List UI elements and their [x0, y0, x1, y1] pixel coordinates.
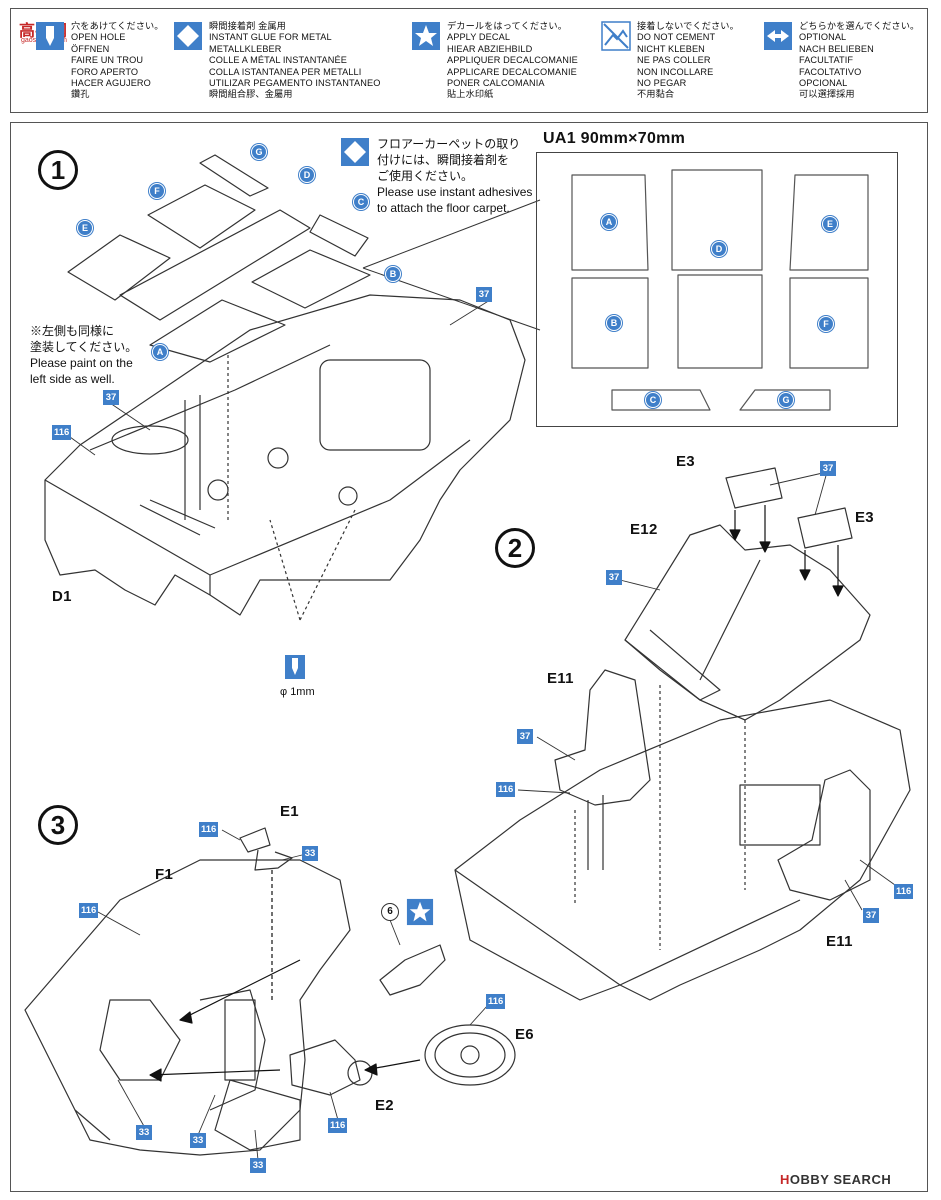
legend-bar: 高手网 gaoshoun.com 穴をあけてください。OPEN HOLEÖFFN… [10, 8, 928, 113]
steering-wheel-e6 [424, 1024, 516, 1086]
assembly-arrows [149, 505, 844, 1082]
instruction-panel [10, 122, 928, 1192]
color-tag-116: 116 [79, 903, 99, 918]
part-label-e12: E12 [630, 521, 658, 538]
hole-size-label: φ 1mm [280, 686, 315, 698]
ua1-piece-b: B [606, 315, 622, 331]
hobby-search-watermark: HOBBY SEARCH [780, 1172, 892, 1187]
color-tag-116: 116 [496, 782, 516, 797]
ua1-title: UA1 90mm×70mm [543, 130, 686, 147]
carpet-note-jp: フロアーカーペットの取り付けには、瞬間接着剤をご使用ください。 [377, 137, 521, 183]
ua1-template-frame [536, 152, 898, 427]
color-tag-37: 37 [517, 729, 533, 744]
front-seat-e11-left [554, 669, 651, 806]
ua1-piece-f: F [818, 316, 834, 332]
ua1-template-pieces [571, 169, 869, 411]
color-tag-37: 37 [863, 908, 879, 923]
part-label-e11: E11 [826, 933, 853, 950]
color-tag-33: 33 [190, 1133, 206, 1148]
carpet-label-a: A [152, 344, 168, 360]
part-label-e6: E6 [515, 1026, 534, 1043]
ua1-piece-g: G [778, 392, 794, 408]
color-tag-116: 116 [894, 884, 914, 899]
color-tag-33: 33 [250, 1158, 266, 1173]
clear-lens-decal [379, 944, 446, 996]
color-tag-116: 116 [52, 425, 72, 440]
part-label-f1: F1 [155, 866, 174, 883]
floor-tub-step2 [454, 685, 911, 1001]
paint-note-jp: ※左側も同様に塗装してください。 [30, 324, 138, 354]
carpet-label-d: D [299, 167, 315, 183]
gearstick-e1 [239, 827, 293, 871]
color-tag-37: 37 [476, 287, 492, 302]
apply-decal-icon [412, 22, 440, 50]
part-label-d1: D1 [52, 588, 72, 605]
open-hole-icon [285, 655, 305, 679]
part-label-e11: E11 [547, 670, 574, 687]
color-tag-37: 37 [103, 390, 119, 405]
ua1-piece-c: C [645, 392, 661, 408]
step-2-number: 2 [495, 528, 535, 568]
apply-decal-icon [406, 898, 434, 926]
carpet-label-c: C [353, 194, 369, 210]
front-seat-e11-right [777, 769, 871, 901]
color-tag-116: 116 [486, 994, 506, 1009]
color-tag-37: 37 [606, 570, 622, 585]
instant-glue-icon [174, 22, 202, 50]
color-tag-33: 33 [136, 1125, 152, 1140]
rear-seat-e12 [624, 524, 871, 721]
part-label-e1: E1 [280, 803, 299, 820]
optional-icon [764, 22, 792, 50]
ua1-piece-d: D [711, 241, 727, 257]
ua1-piece-a: A [601, 214, 617, 230]
color-tag-116: 116 [199, 822, 219, 837]
step-1-number: 1 [38, 150, 78, 190]
do-not-cement-icon [601, 21, 631, 51]
carpet-label-g: G [251, 144, 267, 160]
carpet-label-b: B [385, 266, 401, 282]
color-tag-116: 116 [328, 1118, 348, 1133]
part-label-e2: E2 [375, 1097, 394, 1114]
part-label-e3: E3 [855, 509, 874, 526]
open-hole-icon [36, 22, 64, 50]
part-label-e3: E3 [676, 453, 695, 470]
step-3-number: 3 [38, 805, 78, 845]
instant-glue-icon [341, 138, 369, 166]
carpet-label-f: F [149, 183, 165, 199]
dashboard-f1 [24, 859, 351, 1156]
color-tag-37: 37 [820, 461, 836, 476]
headrests-e3 [725, 467, 853, 549]
color-tag-33: 33 [302, 846, 318, 861]
pointer-lines [69, 299, 896, 1161]
decal-number-6: 6 [381, 903, 399, 921]
ua1-piece-e: E [822, 216, 838, 232]
carpet-label-e: E [77, 220, 93, 236]
floor-tub-d1 [44, 294, 526, 621]
floor-carpet-pieces [67, 154, 371, 363]
